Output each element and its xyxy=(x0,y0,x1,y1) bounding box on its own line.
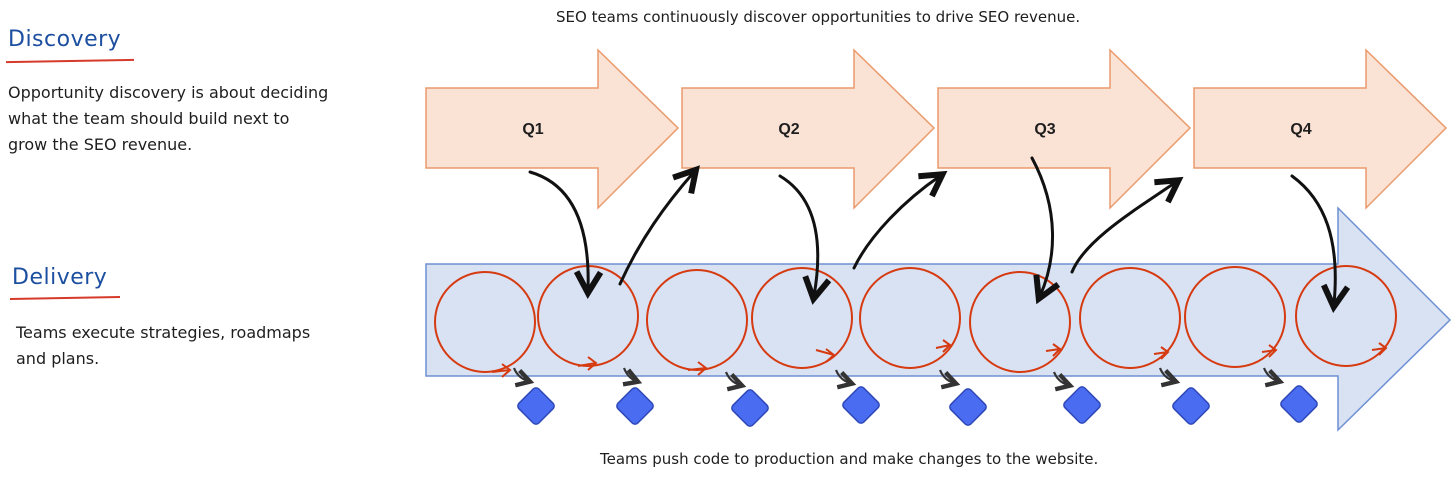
quarter-arrow-q2: Q2 xyxy=(681,48,936,210)
down-arrow-q2 xyxy=(778,174,818,296)
down-arrow-q1 xyxy=(528,170,588,290)
quarter-label: Q1 xyxy=(522,121,543,138)
iteration-cycle xyxy=(859,267,961,369)
push-arrow xyxy=(834,369,857,390)
up-arrow-to-q4 xyxy=(1070,182,1176,274)
delivery-title: Delivery xyxy=(12,265,108,290)
deployment-diamond xyxy=(1172,387,1210,425)
iteration-cycle xyxy=(646,269,748,376)
iteration-cycle xyxy=(1079,267,1181,369)
push-arrows xyxy=(512,367,1285,392)
delivery-line: Teams execute strategies, roadmaps xyxy=(16,323,311,342)
deployment-diamond xyxy=(842,386,880,424)
discovery-line: grow the SEO revenue. xyxy=(8,135,193,154)
iteration-cycle xyxy=(434,271,536,378)
iteration-cycle xyxy=(751,267,853,369)
iteration-cycle xyxy=(1295,265,1397,367)
deployment-diamonds xyxy=(517,385,1318,427)
iteration-cycle xyxy=(1184,266,1286,368)
push-arrow xyxy=(1262,367,1285,388)
iteration-cycles xyxy=(434,265,1397,378)
bottom-caption: Teams push code to production and make c… xyxy=(600,450,1099,468)
push-arrow xyxy=(622,367,643,387)
push-arrow xyxy=(938,369,961,390)
delivery-line: and plans. xyxy=(16,349,100,368)
delivery-description: Teams execute strategies, roadmaps and p… xyxy=(16,320,310,372)
up-arrow-to-q2 xyxy=(618,172,694,286)
iteration-cycle xyxy=(969,271,1071,373)
feedback-arrows xyxy=(528,156,1335,304)
deployment-diamond xyxy=(731,389,769,427)
deployment-diamond xyxy=(616,387,654,425)
up-arrow-to-q3 xyxy=(852,176,940,270)
delivery-arrow xyxy=(425,206,1452,432)
deployment-diamond xyxy=(517,387,555,425)
push-arrow xyxy=(724,371,747,392)
discovery-line: Opportunity discovery is about deciding xyxy=(8,83,329,102)
quarter-label: Q2 xyxy=(778,121,799,138)
deployment-diamond xyxy=(949,388,987,426)
quarter-label: Q4 xyxy=(1290,121,1311,138)
discovery-description: Opportunity discovery is about deciding … xyxy=(8,80,328,158)
push-arrow xyxy=(1052,371,1075,392)
push-arrow xyxy=(1158,367,1181,388)
quarter-label: Q3 xyxy=(1034,121,1055,138)
down-arrow-q3 xyxy=(1030,156,1053,296)
quarter-arrow-q4: Q4 xyxy=(1193,48,1448,210)
push-arrow xyxy=(512,367,535,388)
discovery-line: what the team should build next to xyxy=(8,109,290,128)
quarter-arrow-q3: Q3 xyxy=(937,48,1192,210)
top-caption: SEO teams continuously discover opportun… xyxy=(556,8,1081,26)
deployment-diamond xyxy=(1280,385,1318,423)
down-arrow-q4 xyxy=(1290,174,1335,304)
deployment-diamond xyxy=(1063,386,1101,424)
discovery-title: Discovery xyxy=(8,27,122,52)
quarter-arrow-q1: Q1 xyxy=(425,48,680,210)
